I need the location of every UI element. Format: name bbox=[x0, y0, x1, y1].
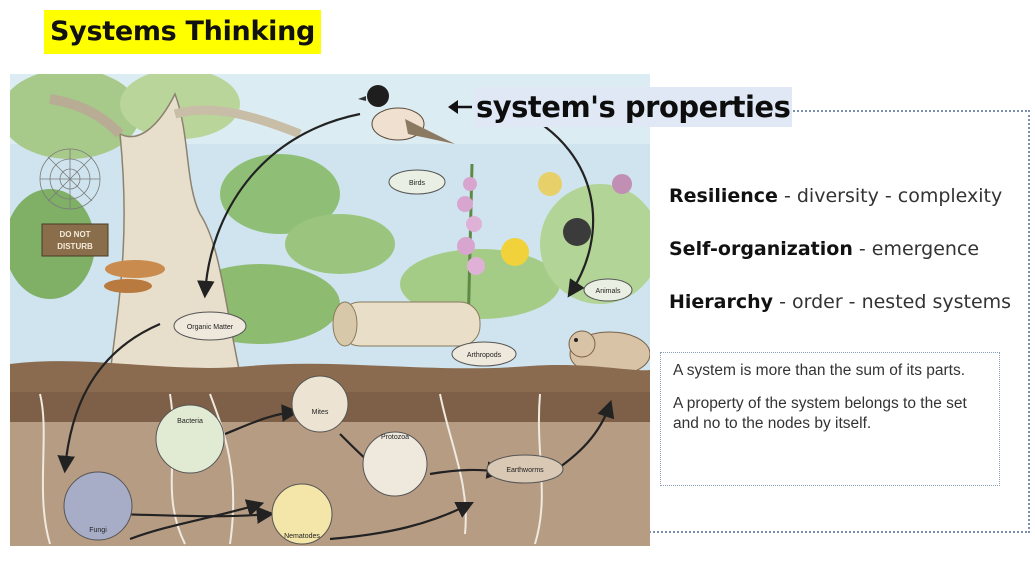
tree-trunk bbox=[109, 92, 241, 375]
canopy-foliage bbox=[10, 74, 650, 344]
svg-text:Nematodes: Nematodes bbox=[284, 533, 320, 540]
svg-text:Bacteria: Bacteria bbox=[177, 418, 203, 425]
svg-text:Organic Matter: Organic Matter bbox=[187, 324, 234, 331]
mouse bbox=[568, 330, 650, 377]
foxglove-flowers bbox=[457, 163, 485, 335]
property-term: Hierarchy bbox=[669, 291, 774, 313]
soil-food-web-illustration: DO NOT DISTURB bbox=[10, 74, 650, 546]
property-term: Resilience bbox=[669, 185, 778, 207]
svg-text:Animals: Animals bbox=[596, 288, 621, 295]
properties-label-text: system's properties bbox=[474, 87, 793, 127]
log bbox=[332, 301, 481, 347]
properties-label: system's properties bbox=[448, 86, 793, 128]
svg-text:Fungi: Fungi bbox=[89, 527, 107, 534]
svg-text:Protozoa: Protozoa bbox=[381, 434, 409, 441]
property-self-organization: Self-organization - emergence bbox=[669, 233, 1024, 265]
property-term: Self-organization bbox=[669, 238, 853, 260]
property-hierarchy: Hierarchy - order - nested systems bbox=[669, 286, 1024, 318]
property-detail: - diversity - complexity bbox=[777, 185, 1003, 207]
properties-list: Resilience - diversity - complexity Self… bbox=[669, 180, 1024, 339]
property-detail: - emergence bbox=[852, 238, 980, 260]
spider-web bbox=[39, 148, 101, 210]
bracket-fungi bbox=[104, 260, 165, 293]
note-paragraph: A system is more than the sum of its par… bbox=[673, 362, 966, 379]
note-paragraph: A property of the system belongs to the … bbox=[673, 395, 967, 432]
property-resilience: Resilience - diversity - complexity bbox=[669, 180, 1024, 212]
property-detail: - order - nested systems bbox=[773, 291, 1012, 313]
svg-text:Arthropods: Arthropods bbox=[467, 352, 502, 359]
svg-text:DO NOT: DO NOT bbox=[59, 230, 90, 239]
dandelions bbox=[501, 172, 632, 266]
page-title: Systems Thinking bbox=[44, 10, 322, 54]
svg-text:Mites: Mites bbox=[312, 409, 329, 416]
organism-nodes: Organic Matter Birds Animals Arthropods … bbox=[63, 169, 633, 545]
svg-text:Birds: Birds bbox=[409, 180, 425, 187]
do-not-disturb-sign: DO NOT DISTURB bbox=[41, 223, 109, 257]
svg-text:Earthworms: Earthworms bbox=[506, 467, 544, 474]
bird bbox=[358, 85, 455, 144]
svg-text:DISTURB: DISTURB bbox=[57, 242, 93, 251]
note-box: A system is more than the sum of its par… bbox=[660, 352, 1000, 486]
arrow-left-icon bbox=[448, 100, 472, 114]
